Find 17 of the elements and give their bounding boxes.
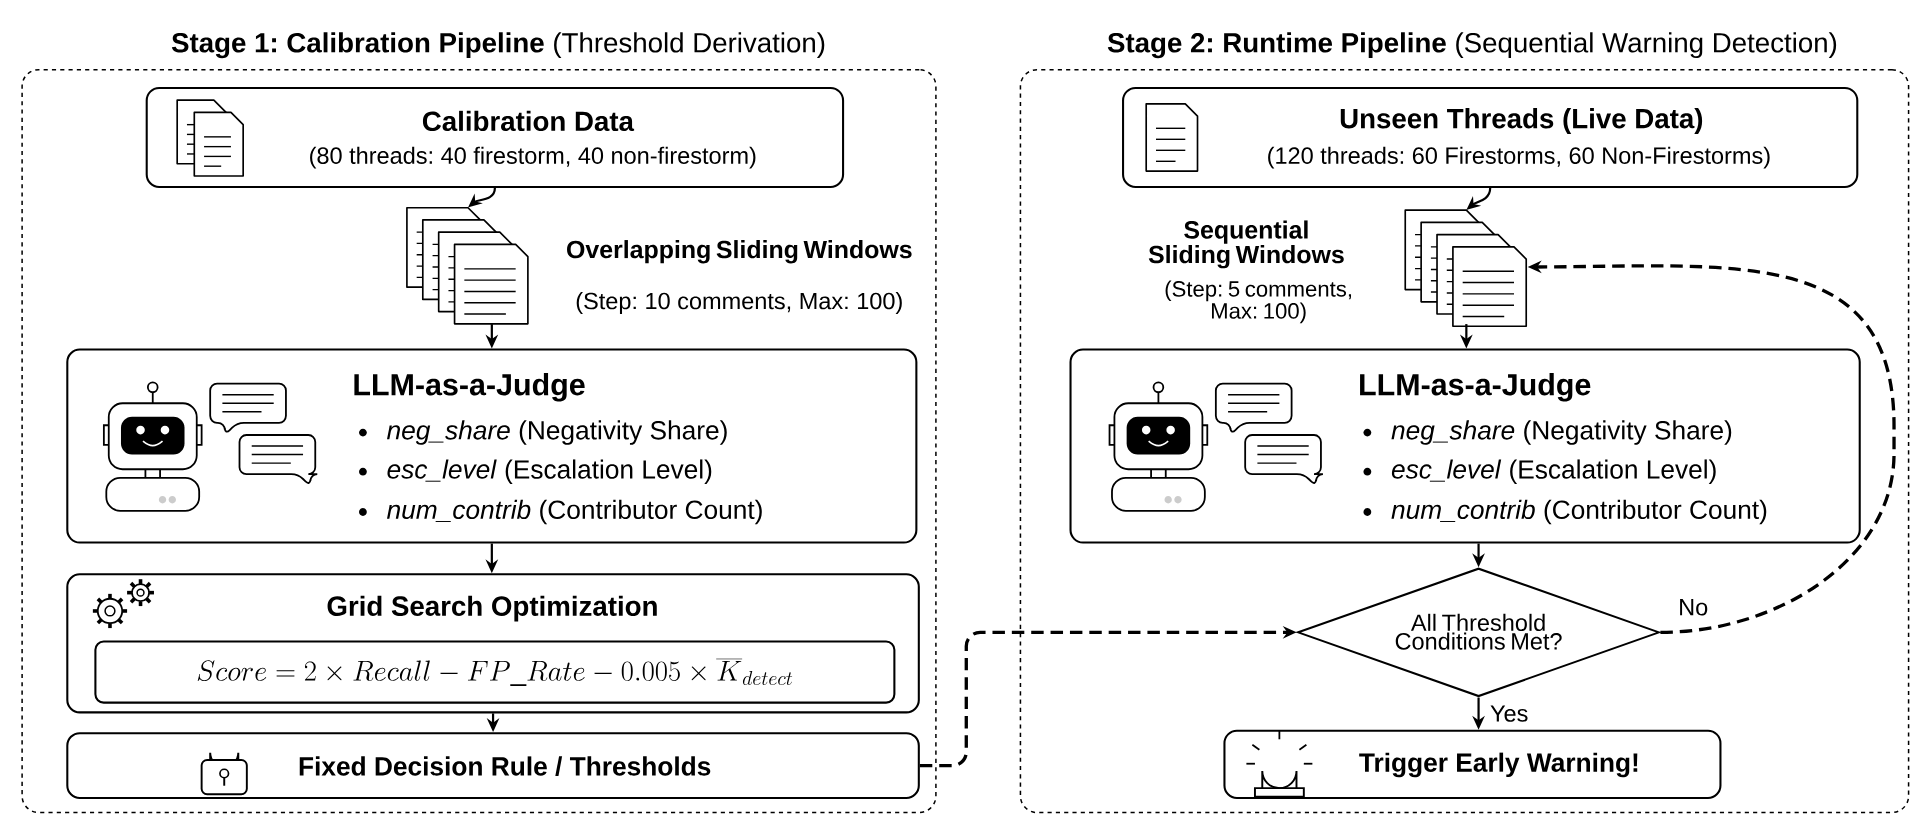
caption-text: (Step: 10 comments, Max: 100)	[576, 292, 902, 314]
document-stack-drawing	[1404, 209, 1528, 328]
formula-box: $Score = 2 \times Recall - FP\_Rate - 0.005 \times \overline{K}_{detect}$	[94, 640, 896, 704]
document-stack-drawing	[406, 206, 529, 325]
process-box: LLM-as-a-Judge neg_share (Negativity Share) esc_level (Escalation Level) num_contrib (Contributor Count)	[1069, 348, 1861, 544]
caption-text: Sequential Sliding Windows	[1148, 220, 1344, 269]
process-box: Unseen Threads (Live Data) (120 threads: 60 Firestorms, 60 Non-Firestorms)	[1122, 86, 1859, 188]
node-label: Stage 1: Calibration Pipeline (Threshold Derivation)	[171, 32, 825, 59]
caption-text: Overlapping Sliding Windows	[567, 240, 912, 264]
node-label: Stage 2: Runtime Pipeline (Sequential Warning Detection)	[1107, 32, 1837, 59]
edge-label: No	[1676, 597, 1710, 617]
process-box: Trigger Early Warning!	[1223, 729, 1722, 799]
process-box: Fixed Decision Rule / Thresholds	[66, 732, 920, 799]
process-box: Calibration Data (80 threads: 40 firestorm, 40 non-firestorm)	[145, 86, 845, 188]
caption-text: (Step: 5 comments, Max: 100)	[1165, 280, 1351, 324]
process-box: LLM-as-a-Judge neg_share (Negativity Share) esc_level (Escalation Level) num_contrib (Contributor Count)	[66, 348, 918, 544]
edge-label: Yes	[1488, 703, 1530, 724]
